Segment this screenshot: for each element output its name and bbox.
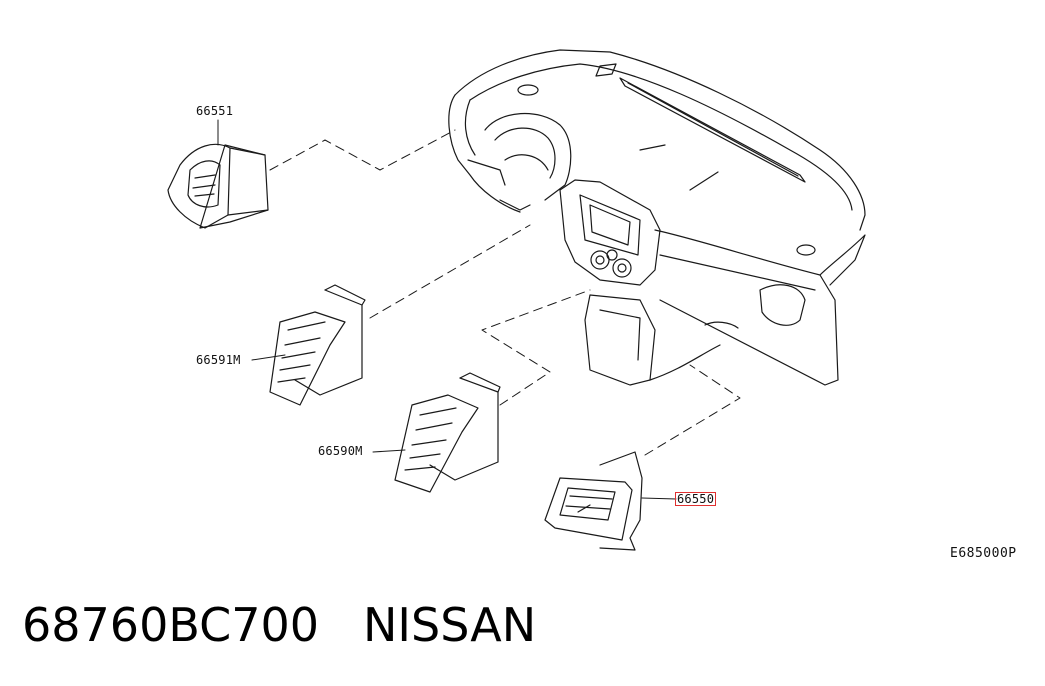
brand-name: NISSAN [363,598,537,652]
drawing-code: E685000P [950,546,1017,561]
vent-66590m [394,372,501,493]
leader-lines [269,129,741,456]
callout-pointers [217,119,677,500]
callout-66590m: 66590M [318,444,363,458]
instrument-panel [448,49,866,386]
part-caption: 68760BC700 NISSAN [22,598,536,652]
callout-66550-highlighted[interactable]: 66550 [675,492,717,506]
vent-66591m [269,284,366,406]
part-number: 68760BC700 [22,598,320,652]
vent-66551 [167,143,269,229]
callout-66551: 66551 [196,104,234,118]
callout-66591m: 66591M [196,353,241,367]
vent-66550 [544,451,643,551]
